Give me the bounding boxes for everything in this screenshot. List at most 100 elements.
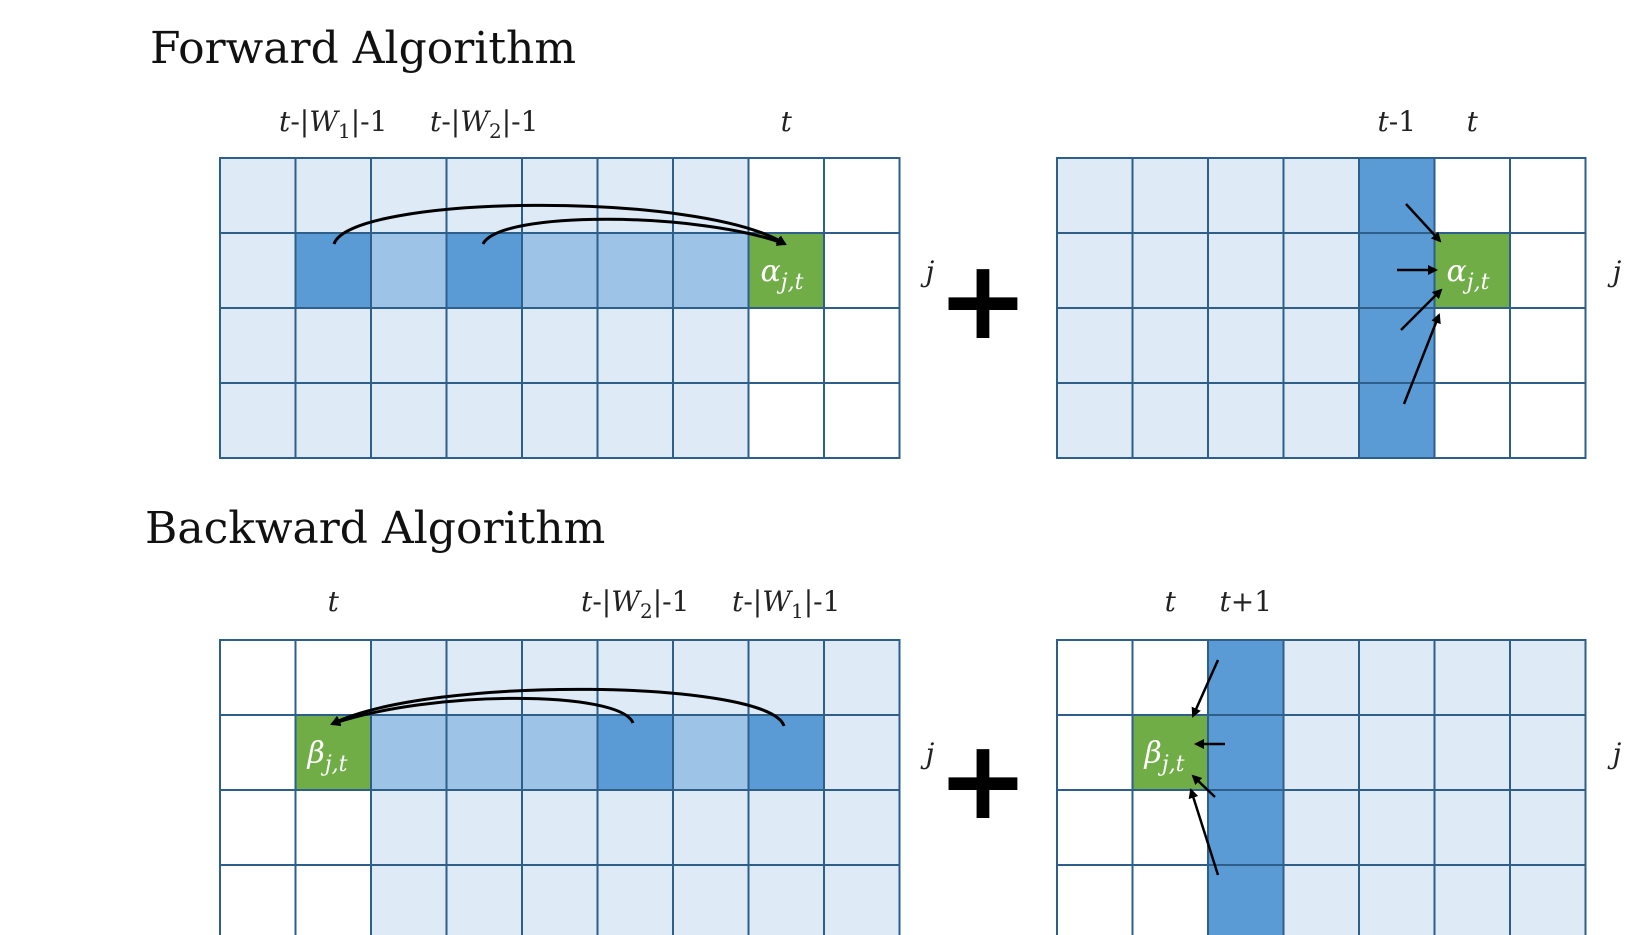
column-label: t [1467,105,1479,138]
row-label-j: j [920,255,935,288]
grid-cell-empty [747,307,825,384]
forward-title: Forward Algorithm [150,23,576,74]
grid-cell-light [1131,232,1209,309]
grid-cell-medium [596,232,674,309]
grid-cell-medium [370,232,448,309]
arrow-lowest-to-alpha [1402,313,1441,405]
grid-cell-empty [1433,157,1511,234]
grid-cell-empty [747,157,825,234]
grid-cell-medium [445,714,523,791]
column-label: t-|W2|-1 [581,585,689,623]
grid-cell-light [1282,157,1360,234]
grid-cell-light [672,307,750,384]
backward-plus-sign: + [937,716,1029,844]
grid-cell-light [1282,639,1360,716]
grid-cell-light [672,382,750,459]
grid-cell-light [1282,714,1360,791]
grid-cell-light [1056,382,1134,459]
grid-cell-light [219,232,297,309]
grid-cell-empty [823,307,901,384]
grid-cell-light [596,382,674,459]
grid-cell-medium [370,714,448,791]
grid-cell-empty [294,864,372,935]
grid-cell-medium [672,232,750,309]
grid-cell-empty [1433,307,1511,384]
grid-cell-light [521,307,599,384]
backward-window-arrows [330,687,786,727]
grid-cell-light [1509,864,1587,935]
grid-cell-light [370,864,448,935]
column-label: t-1 [1377,105,1416,138]
grid-cell-empty [1056,864,1134,935]
column-label: t-|W2|-1 [430,105,538,143]
grid-cell-light [445,789,523,866]
arrow-w1-to-beta [330,687,786,727]
grid-cell-light [672,789,750,866]
grid-cell-light [1282,789,1360,866]
grid-cell-empty [747,382,825,459]
grid-cell-empty [294,639,372,716]
grid-cell-light [1433,714,1511,791]
grid-cell-empty [219,714,297,791]
grid-cell-empty [1131,789,1209,866]
row-label-j: j [920,737,935,770]
forward-recurrence-grid: αj,t t-1 t j [1056,105,1622,459]
cell-label-alpha: αj,t [761,254,804,295]
grid-cell-light [747,789,825,866]
grid-cell-empty [1056,639,1134,716]
arrow-lower-to-alpha [1400,288,1443,331]
grid-cell-light [445,864,523,935]
grid-cell-light [596,639,674,716]
column-label: t [328,585,340,618]
column-label: t [1165,585,1177,618]
grid-cell-light [1131,157,1209,234]
grid-cell-empty [1056,789,1134,866]
forward-plus-sign: + [937,236,1029,364]
grid-cell-dark [1358,382,1436,459]
cell-label-beta: βj,t [1144,736,1185,777]
column-label: t+1 [1219,585,1272,618]
grid-cell-light [1131,307,1209,384]
cell-label-alpha: αj,t [1447,254,1490,295]
grid-cell-light [1358,639,1436,716]
grid-cell-light [445,157,523,234]
grid-cell-empty [823,232,901,309]
grid-cell-light [521,864,599,935]
grid-cell-light [1509,789,1587,866]
grid-cell-light [370,157,448,234]
grid-cell-light [1207,232,1285,309]
grid-cell-light [747,864,825,935]
grid-cell-light [1509,639,1587,716]
grid-cell-light [596,864,674,935]
grid-cell-dark [294,232,372,309]
grid-cell-light [219,307,297,384]
grid-cell-light [747,639,825,716]
grid-cell-light [1282,382,1360,459]
grid-cell-dark [1207,789,1285,866]
grid-cell-empty [1509,382,1587,459]
grid-cell-medium [672,714,750,791]
arrow-w2-to-alpha [481,217,787,246]
grid-cell-light [521,382,599,459]
grid-cell-light [1131,382,1209,459]
grid-cell-light [1433,789,1511,866]
grid-cell-light [521,789,599,866]
arrow-w1-to-alpha [332,203,787,246]
grid-cell-empty [294,789,372,866]
grid-cell-light [1509,714,1587,791]
backward-recurrence-arrows [1188,659,1225,876]
grid-cell-light [1207,382,1285,459]
grid-cell-light [445,382,523,459]
grid-cell-empty [1056,714,1134,791]
row-label-j: j [1607,255,1622,288]
grid-cell-light [1358,789,1436,866]
grid-cell-light [1433,864,1511,935]
grid-cell-light [823,714,901,791]
column-label: t [781,105,793,138]
grid-cell-light [1358,714,1436,791]
arrow-lowest-to-beta [1188,788,1220,876]
column-label: t-|W1|-1 [732,585,840,623]
grid-cell-empty [1509,232,1587,309]
